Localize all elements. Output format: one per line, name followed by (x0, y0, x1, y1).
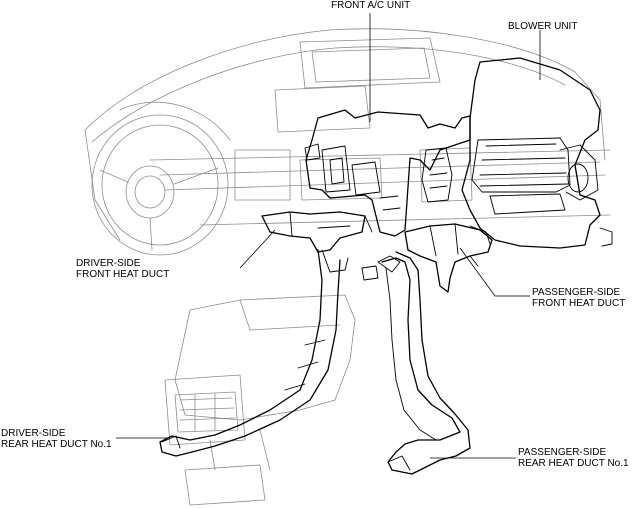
steering-wheel (91, 101, 231, 256)
front-ac-unit (304, 109, 471, 237)
label-driver-rear-heat-duct: DRIVER-SIDE REAR HEAT DUCT No.1 (1, 428, 112, 450)
driver-rear-heat-duct-shape (159, 249, 341, 457)
label-driver-front-heat-duct: DRIVER-SIDE FRONT HEAT DUCT (76, 258, 169, 280)
leader-lines (116, 13, 541, 459)
label-driver-front-heat-duct-line2: FRONT HEAT DUCT (76, 269, 170, 280)
label-blower-unit: BLOWER UNIT (508, 21, 577, 32)
label-blower-unit-text: BLOWER UNIT (508, 21, 578, 32)
center-console (164, 294, 356, 506)
label-front-ac-unit: FRONT A/C UNIT (331, 0, 410, 11)
label-driver-rear-heat-duct-line1: DRIVER-SIDE (1, 428, 66, 439)
label-front-ac-unit-text: FRONT A/C UNIT (331, 0, 411, 11)
label-passenger-rear-heat-duct-line2: REAR HEAT DUCT No.1 (518, 458, 629, 469)
driver-front-heat-duct-shape (261, 211, 373, 273)
blower-unit (461, 57, 613, 249)
label-driver-front-heat-duct-line1: DRIVER-SIDE (76, 258, 141, 269)
label-passenger-rear-heat-duct-line1: PASSENGER-SIDE (518, 447, 607, 458)
label-passenger-front-heat-duct-line1: PASSENGER-SIDE (532, 287, 621, 298)
passenger-rear-heat-duct-shape (361, 251, 471, 475)
label-passenger-rear-heat-duct: PASSENGER-SIDE REAR HEAT DUCT No.1 (518, 447, 629, 469)
label-passenger-front-heat-duct: PASSENGER-SIDE FRONT HEAT DUCT (532, 287, 625, 309)
label-passenger-front-heat-duct-line2: FRONT HEAT DUCT (532, 298, 626, 309)
label-driver-rear-heat-duct-line2: REAR HEAT DUCT No.1 (1, 439, 112, 450)
dashboard-outline (84, 28, 611, 241)
passenger-front-heat-duct-shape (404, 223, 493, 293)
